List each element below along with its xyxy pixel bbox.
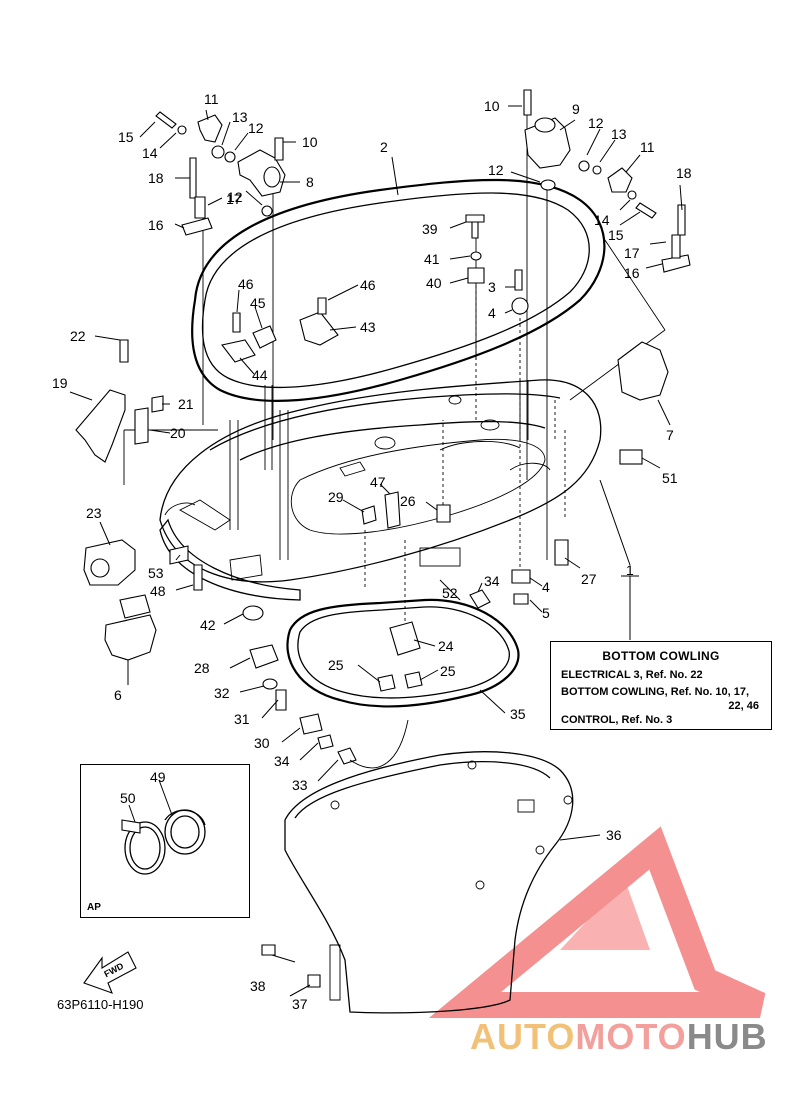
callout-25b: 25 — [440, 663, 456, 679]
callout-28: 28 — [194, 660, 210, 676]
reference-line-2: BOTTOM COWLING, Ref. No. 10, 17, — [561, 686, 750, 698]
watermark-hub: HUB — [686, 1016, 768, 1057]
callout-21: 21 — [178, 396, 194, 412]
callout-34b: 34 — [484, 573, 500, 589]
callout-20: 20 — [170, 425, 186, 441]
watermark-logo-icon — [428, 826, 766, 1018]
callout-29: 29 — [328, 489, 344, 505]
ap-inset-box: AP — [80, 764, 250, 918]
bottom-cowling-body — [159, 379, 602, 601]
callout-17a: 17 — [226, 191, 242, 207]
callout-15b: 15 — [608, 227, 624, 243]
diagram-code: 63P6110-H190 — [57, 997, 144, 1012]
watermark-text: AUTOMOTOHUB — [470, 1016, 768, 1058]
callout-46a: 46 — [238, 276, 254, 292]
callout-46b: 46 — [360, 277, 376, 293]
callout-27: 27 — [581, 571, 597, 587]
callout-2: 2 — [380, 139, 388, 155]
fwd-arrow-icon: FWD — [83, 951, 137, 994]
callout-39: 39 — [422, 221, 438, 237]
callout-45: 45 — [250, 295, 266, 311]
callout-42: 42 — [200, 617, 216, 633]
callout-17b: 17 — [624, 245, 640, 261]
callout-18a: 18 — [148, 170, 164, 186]
callout-5: 5 — [542, 605, 550, 621]
small-parts-top — [221, 214, 529, 363]
callout-13a: 13 — [232, 109, 248, 125]
callout-3: 3 — [488, 279, 496, 295]
callout-50: 50 — [120, 790, 136, 806]
callout-14b: 14 — [594, 212, 610, 228]
leader-lines — [69, 105, 683, 997]
callout-16a: 16 — [148, 217, 164, 233]
callout-49: 49 — [150, 769, 166, 785]
callout-13b: 13 — [611, 126, 627, 142]
callout-4a: 4 — [488, 305, 496, 321]
callout-24: 24 — [438, 638, 454, 654]
callout-22: 22 — [70, 328, 86, 344]
callout-15a: 15 — [118, 129, 134, 145]
reference-box: BOTTOM COWLING ELECTRICAL 3, Ref. No. 22… — [550, 641, 772, 730]
reference-line-1: ELECTRICAL 3, Ref. No. 22 — [561, 669, 703, 681]
callout-26: 26 — [400, 493, 416, 509]
callout-53: 53 — [148, 565, 164, 581]
small-parts-center — [249, 491, 569, 765]
callout-1: 1 — [626, 562, 634, 578]
callout-38: 38 — [250, 978, 266, 994]
callout-36: 36 — [606, 827, 622, 843]
callout-numbers: 1 2 3 4 4 5 6 7 8 9 10 10 11 11 12 12 12… — [52, 91, 692, 1012]
reference-box-title: BOTTOM COWLING — [602, 649, 720, 663]
lower-cover-36 — [261, 751, 574, 1014]
callout-44: 44 — [252, 367, 268, 383]
callout-11b: 11 — [640, 139, 655, 155]
reference-line-3: 22, 46 — [728, 700, 759, 712]
ap-label: AP — [87, 902, 101, 913]
assembly-lines — [123, 105, 666, 630]
callout-31: 31 — [234, 711, 250, 727]
callout-18b: 18 — [676, 165, 692, 181]
lower-seal — [286, 598, 520, 769]
callout-43: 43 — [360, 319, 376, 335]
callout-9: 9 — [572, 101, 580, 117]
callout-23: 23 — [86, 505, 102, 521]
watermark-auto: AUTO — [470, 1016, 576, 1057]
callout-12d: 12 — [488, 162, 504, 178]
callout-25a: 25 — [328, 657, 344, 673]
callout-12a: 12 — [248, 120, 264, 136]
callout-14a: 14 — [142, 145, 158, 161]
top-seal-gasket — [191, 178, 606, 402]
callout-30: 30 — [254, 735, 270, 751]
callout-35: 35 — [510, 706, 526, 722]
callout-4b: 4 — [542, 579, 550, 595]
callout-51: 51 — [662, 470, 678, 486]
right-clamp-bracket — [523, 89, 691, 273]
callout-8: 8 — [306, 174, 314, 190]
callout-11a: 11 — [204, 91, 219, 107]
callout-41: 41 — [424, 251, 440, 267]
callout-10a: 10 — [484, 98, 500, 114]
callout-10b: 10 — [302, 134, 318, 150]
callout-16b: 16 — [624, 265, 640, 281]
watermark-moto: MOTO — [575, 1016, 687, 1057]
bracket-7 — [617, 341, 669, 465]
ap-inset-parts — [121, 809, 206, 875]
callout-34a: 34 — [274, 753, 290, 769]
left-clamp-bracket — [155, 111, 286, 236]
callout-40: 40 — [426, 275, 442, 291]
callout-19: 19 — [52, 375, 68, 391]
callout-47: 47 — [370, 474, 386, 490]
reference-line-4: CONTROL, Ref. No. 3 — [561, 714, 673, 726]
callout-12c: 12 — [227, 189, 243, 205]
callout-32: 32 — [214, 685, 230, 701]
left-parts — [75, 339, 264, 661]
callout-12b: 12 — [588, 115, 604, 131]
callout-6: 6 — [114, 687, 122, 703]
callout-37: 37 — [292, 996, 308, 1012]
callout-7: 7 — [666, 427, 674, 443]
callout-48: 48 — [150, 583, 166, 599]
callout-52: 52 — [442, 585, 458, 601]
callout-33: 33 — [292, 777, 308, 793]
